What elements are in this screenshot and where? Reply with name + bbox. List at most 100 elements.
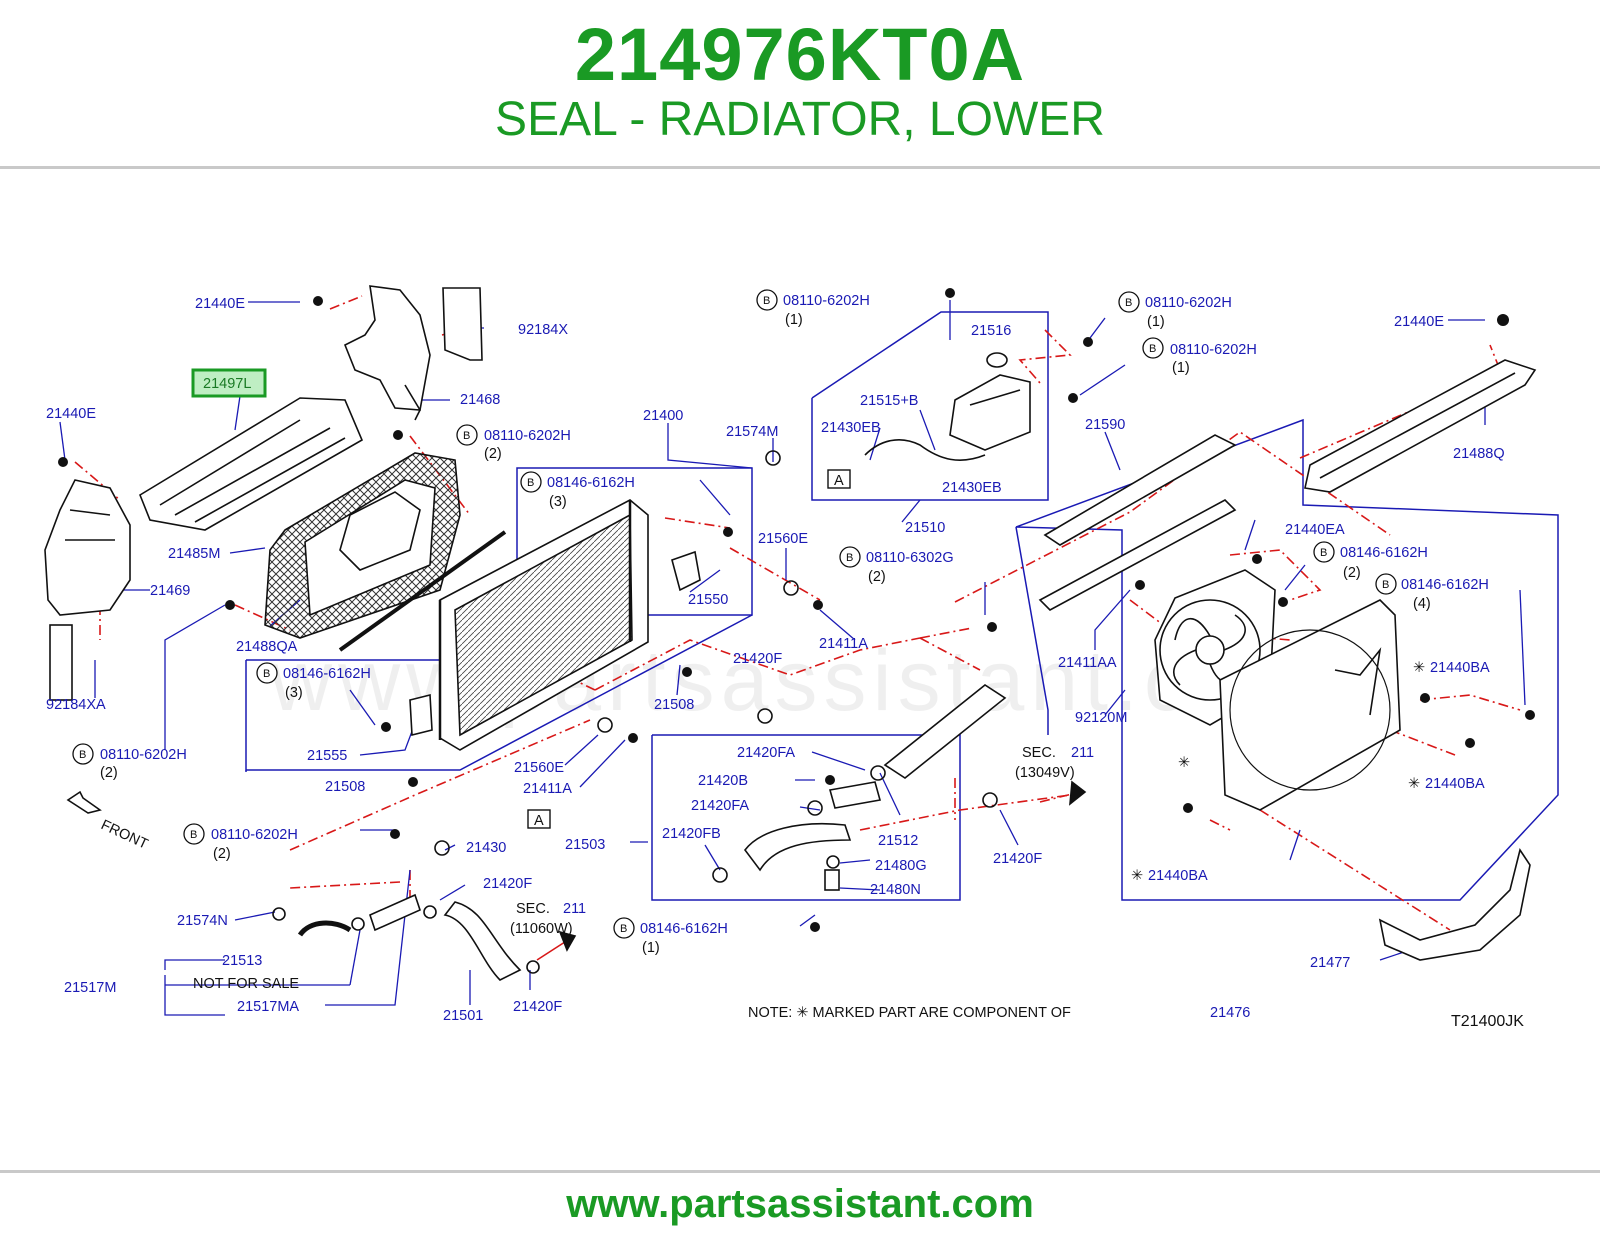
qty-08146-6162H-a: (3): [549, 494, 567, 510]
label-21516[interactable]: 21516: [971, 323, 1011, 339]
label-21420F-a[interactable]: 21420F: [733, 651, 782, 667]
label-21488Q[interactable]: 21488Q: [1453, 446, 1505, 462]
label-08110-6202H-b[interactable]: 08110-6202H: [100, 747, 187, 763]
label-21480G[interactable]: 21480G: [875, 858, 927, 874]
sec-ref-a-number[interactable]: 211: [1071, 745, 1094, 761]
label-08146-6162H-c[interactable]: 08146-6162H: [1340, 545, 1428, 561]
label-21488QA[interactable]: 21488QA: [236, 639, 298, 655]
component-mark-d: ✳: [1131, 868, 1143, 884]
label-92120M[interactable]: 92120M: [1075, 710, 1127, 726]
label-21560E-a[interactable]: 21560E: [758, 531, 808, 547]
label-21515-B[interactable]: 21515+B: [860, 393, 918, 409]
group-box-reservoir: [811, 311, 1049, 501]
label-08110-6202H-a[interactable]: 08110-6202H: [484, 428, 571, 444]
label-21420F-c[interactable]: 21420F: [483, 876, 532, 892]
label-21468[interactable]: 21468: [460, 392, 500, 408]
label-21420FB[interactable]: 21420FB: [662, 826, 721, 842]
label-08146-6162H-b[interactable]: 08146-6162H: [283, 666, 371, 682]
label-08110-6202H-g[interactable]: 08110-6202H: [211, 827, 298, 843]
ref-box-a-2: [527, 809, 551, 829]
note-part-number[interactable]: 21476: [1210, 1005, 1250, 1021]
label-21420FA-b[interactable]: 21420FA: [691, 798, 749, 814]
label-21420F-b[interactable]: 21420F: [993, 851, 1042, 867]
label-08110-6202H-e[interactable]: 08110-6202H: [1170, 342, 1257, 358]
footer-website-link[interactable]: www.partsassistant.com: [566, 1182, 1034, 1226]
label-21517M[interactable]: 21517M: [64, 980, 116, 996]
header-divider: [0, 166, 1600, 169]
part-drawings: [44, 285, 1537, 981]
label-08110-6202H-d[interactable]: 08110-6202H: [1145, 295, 1232, 311]
label-21411A-b[interactable]: 21411A: [523, 781, 572, 797]
label-21440E-b[interactable]: 21440E: [46, 406, 96, 422]
label-21513[interactable]: 21513: [222, 953, 262, 969]
sec-ref-b-code: (11060W): [510, 921, 573, 937]
label-21420FA-a[interactable]: 21420FA: [737, 745, 795, 761]
leader-lines: [59, 300, 1526, 1016]
label-21420B[interactable]: 21420B: [698, 773, 748, 789]
label-21510[interactable]: 21510: [905, 520, 945, 536]
sec-ref-b: SEC.: [516, 901, 550, 917]
part-description: SEAL - RADIATOR, LOWER: [495, 93, 1105, 146]
label-92184X[interactable]: 92184X: [518, 322, 568, 338]
b-marker-4: B: [263, 668, 270, 680]
label-21440BA-b[interactable]: 21440BA: [1425, 776, 1485, 792]
sec-ref-b-number[interactable]: 211: [563, 901, 586, 917]
label-21508-a[interactable]: 21508: [654, 697, 694, 713]
label-21440E-a[interactable]: 21440E: [195, 296, 245, 312]
ref-a-1: A: [834, 473, 844, 489]
label-21480N[interactable]: 21480N: [870, 882, 921, 898]
group-box-fan: [1015, 418, 1559, 901]
b-marker-11: B: [620, 923, 627, 935]
b-marker-1: B: [463, 430, 470, 442]
label-21501[interactable]: 21501: [443, 1008, 483, 1024]
qty-08110-6202H-e: (1): [1172, 360, 1190, 376]
label-21574M[interactable]: 21574M: [726, 424, 778, 440]
label-21590[interactable]: 21590: [1085, 417, 1125, 433]
highlighted-part-box: [191, 368, 267, 398]
label-21550[interactable]: 21550: [688, 592, 728, 608]
label-21420F-d[interactable]: 21420F: [513, 999, 562, 1015]
b-marker-9: B: [1320, 547, 1327, 559]
label-21574N[interactable]: 21574N: [177, 913, 228, 929]
component-mark-c: ✳: [1408, 776, 1420, 792]
label-08146-6162H-d[interactable]: 08146-6162H: [1401, 577, 1489, 593]
label-21400[interactable]: 21400: [643, 408, 683, 424]
label-21411AA[interactable]: 21411AA: [1058, 655, 1117, 671]
b-marker-3: B: [527, 477, 534, 489]
front-direction-label: FRONT: [98, 817, 150, 853]
ref-a-2: A: [534, 813, 544, 829]
label-21430EB-b[interactable]: 21430EB: [942, 480, 1002, 496]
label-21503[interactable]: 21503: [565, 837, 605, 853]
label-21512[interactable]: 21512: [878, 833, 918, 849]
qty-08110-6202H-b: (2): [100, 765, 118, 781]
label-08110-6202H-c[interactable]: 08110-6202H: [783, 293, 870, 309]
label-92184XA[interactable]: 92184XA: [46, 697, 106, 713]
sec-ref-a-code: (13049V): [1015, 765, 1075, 781]
bolt-markers: [72, 289, 1397, 939]
sec-ref-a: SEC.: [1022, 745, 1056, 761]
label-08146-6162H-e[interactable]: 08146-6162H: [640, 921, 728, 937]
diagram-code: T21400JK: [1451, 1013, 1524, 1030]
label-08110-6302G[interactable]: 08110-6302G: [866, 550, 954, 566]
label-21440EA[interactable]: 21440EA: [1285, 522, 1345, 538]
label-21555[interactable]: 21555: [307, 748, 347, 764]
label-21508-b[interactable]: 21508: [325, 779, 365, 795]
b-marker-8: B: [846, 552, 853, 564]
label-21411A-a[interactable]: 21411A: [819, 636, 868, 652]
label-21485M[interactable]: 21485M: [168, 546, 220, 562]
qty-08146-6162H-e: (1): [642, 940, 660, 956]
label-21477[interactable]: 21477: [1310, 955, 1350, 971]
b-marker-5: B: [763, 295, 770, 307]
label-21440BA-c[interactable]: 21440BA: [1148, 868, 1208, 884]
label-21517MA[interactable]: 21517MA: [237, 999, 299, 1015]
label-21430[interactable]: 21430: [466, 840, 506, 856]
label-21430EB-a[interactable]: 21430EB: [821, 420, 881, 436]
label-08146-6162H-a[interactable]: 08146-6162H: [547, 475, 635, 491]
label-21440BA-a[interactable]: 21440BA: [1430, 660, 1490, 676]
label-21440E-c[interactable]: 21440E: [1394, 314, 1444, 330]
label-21560E-b[interactable]: 21560E: [514, 760, 564, 776]
label-21469[interactable]: 21469: [150, 583, 190, 599]
qty-08146-6162H-b: (3): [285, 685, 303, 701]
note-text: NOTE: ✳ MARKED PART ARE COMPONENT OF: [748, 1005, 1071, 1021]
label-21497L-highlighted[interactable]: 21497L: [203, 376, 251, 392]
